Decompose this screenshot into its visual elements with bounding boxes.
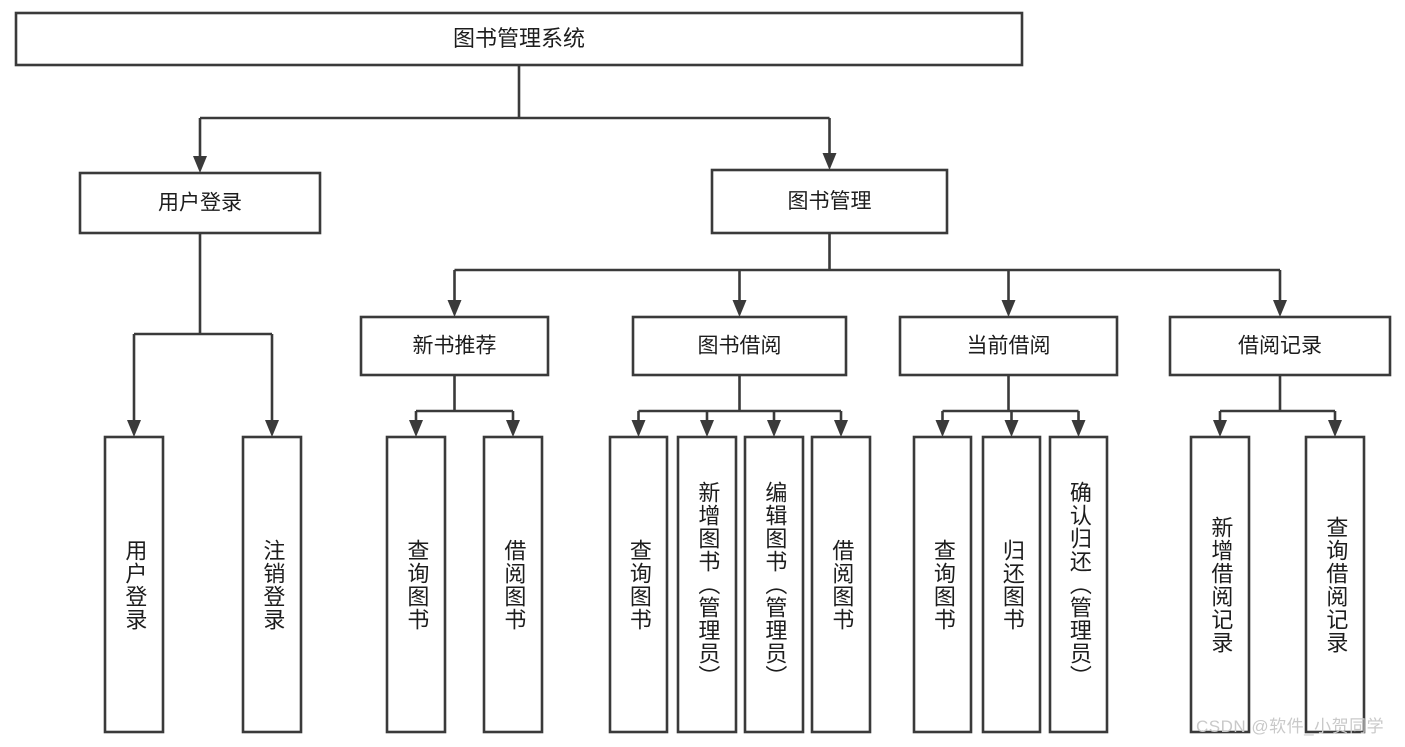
conn-borrow-record-arrow-0	[1213, 420, 1227, 437]
node-leaf-query-borrow-record[interactable]	[1304, 435, 1366, 734]
node-book-borrow[interactable]	[631, 315, 848, 377]
node-leaf-return-book[interactable]	[981, 435, 1042, 734]
node-user-login[interactable]	[78, 171, 322, 235]
conn-new-book-recommend-arrow-0	[409, 420, 423, 437]
conn-book-manage-arrow-3	[1273, 300, 1287, 317]
conn-book-borrow-arrow-1	[700, 420, 714, 437]
conn-current-borrow-arrow-2	[1071, 420, 1086, 437]
node-user-login-label: 用户登录	[158, 192, 242, 215]
node-root-label: 图书管理系统	[453, 26, 585, 51]
node-root[interactable]	[14, 11, 1024, 67]
node-current-borrow[interactable]	[898, 315, 1119, 377]
node-leaf-borrow-book-1[interactable]	[482, 435, 544, 734]
node-leaf-edit-book[interactable]	[743, 435, 805, 734]
conn-current-borrow-arrow-1	[1004, 420, 1019, 437]
node-leaf-confirm-return[interactable]	[1048, 435, 1109, 734]
node-book-borrow-label: 图书借阅	[698, 335, 782, 358]
conn-book-manage-arrow-1	[732, 300, 747, 317]
conn-borrow-record-arrow-1	[1328, 420, 1342, 437]
conn-book-borrow-arrow-3	[834, 420, 848, 437]
node-book-manage-label: 图书管理	[788, 190, 872, 213]
conn-new-book-recommend-arrow-1	[506, 420, 520, 437]
node-leaf-query-book-3[interactable]	[912, 435, 973, 734]
connectors-layer	[127, 65, 1342, 437]
conn-root-arrow-1	[822, 153, 837, 170]
conn-user-login-arrow-1	[265, 420, 279, 437]
node-leaf-add-book[interactable]	[676, 435, 738, 734]
conn-book-manage-arrow-0	[447, 300, 462, 317]
conn-current-borrow-arrow-0	[935, 420, 950, 437]
node-book-manage[interactable]	[710, 168, 949, 235]
conn-book-manage-arrow-2	[1001, 300, 1016, 317]
conn-root-arrow-0	[193, 156, 207, 173]
conn-user-login-arrow-0	[127, 420, 141, 437]
node-leaf-add-borrow-record[interactable]	[1189, 435, 1251, 734]
node-leaf-query-book-1[interactable]	[385, 435, 447, 734]
node-new-book-recommend[interactable]	[359, 315, 550, 377]
boxes-layer	[14, 11, 1392, 734]
node-leaf-query-book-2[interactable]	[608, 435, 669, 734]
conn-book-borrow-arrow-2	[767, 420, 781, 437]
csdn-watermark: CSDN @软件_小贺同学	[1196, 717, 1385, 736]
node-leaf-user-logout[interactable]	[241, 435, 303, 734]
node-leaf-user-login[interactable]	[103, 435, 165, 734]
node-borrow-record-label: 借阅记录	[1238, 335, 1322, 358]
node-new-book-recommend-label: 新书推荐	[413, 335, 497, 358]
node-borrow-record[interactable]	[1168, 315, 1392, 377]
node-current-borrow-label: 当前借阅	[967, 335, 1051, 358]
conn-book-borrow-arrow-0	[631, 420, 646, 437]
node-leaf-borrow-book-2[interactable]	[810, 435, 872, 734]
